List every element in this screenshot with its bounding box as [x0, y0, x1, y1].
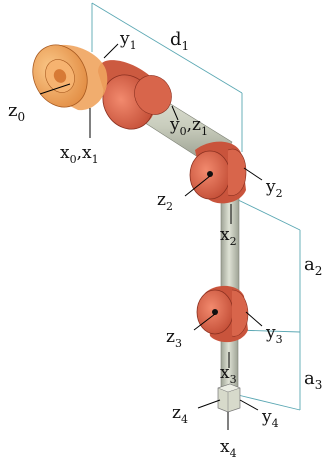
- label-y2: y2: [265, 177, 283, 200]
- label-x0-x1: x0,x1: [60, 143, 99, 166]
- label-z4: z4: [172, 403, 188, 426]
- joint-3: [196, 285, 249, 343]
- d1-dim-line: [91, 2, 243, 94]
- label-z3: z3: [166, 327, 182, 350]
- joint-1: [98, 60, 172, 130]
- label-y1: y1: [119, 29, 137, 52]
- base-joint: [32, 44, 108, 111]
- joint-2: [189, 141, 247, 204]
- label-z2: z2: [157, 190, 173, 213]
- label-x2: x2: [220, 225, 237, 248]
- robot-arm: [32, 44, 249, 413]
- label-x3: x3: [220, 363, 237, 386]
- a3-ext-bottom: [237, 394, 301, 411]
- leader-lines: [39, 43, 263, 430]
- a2-ext-top: [231, 196, 301, 231]
- label-y4: y4: [261, 407, 279, 430]
- label-d1: d1: [170, 29, 189, 53]
- end-effector: [217, 383, 241, 413]
- label-y0-z1: y0,z1: [169, 115, 208, 138]
- label-y3: y3: [265, 323, 283, 346]
- label-z0: z0: [8, 100, 25, 124]
- label-x4: x4: [220, 437, 237, 460]
- label-a3: a3: [304, 368, 322, 392]
- frame-labels: d1 y1 z0 x0,x1 y0,z1 z2 y2 x2 a2 z3 y3 x…: [8, 29, 322, 460]
- label-a2: a2: [304, 254, 322, 278]
